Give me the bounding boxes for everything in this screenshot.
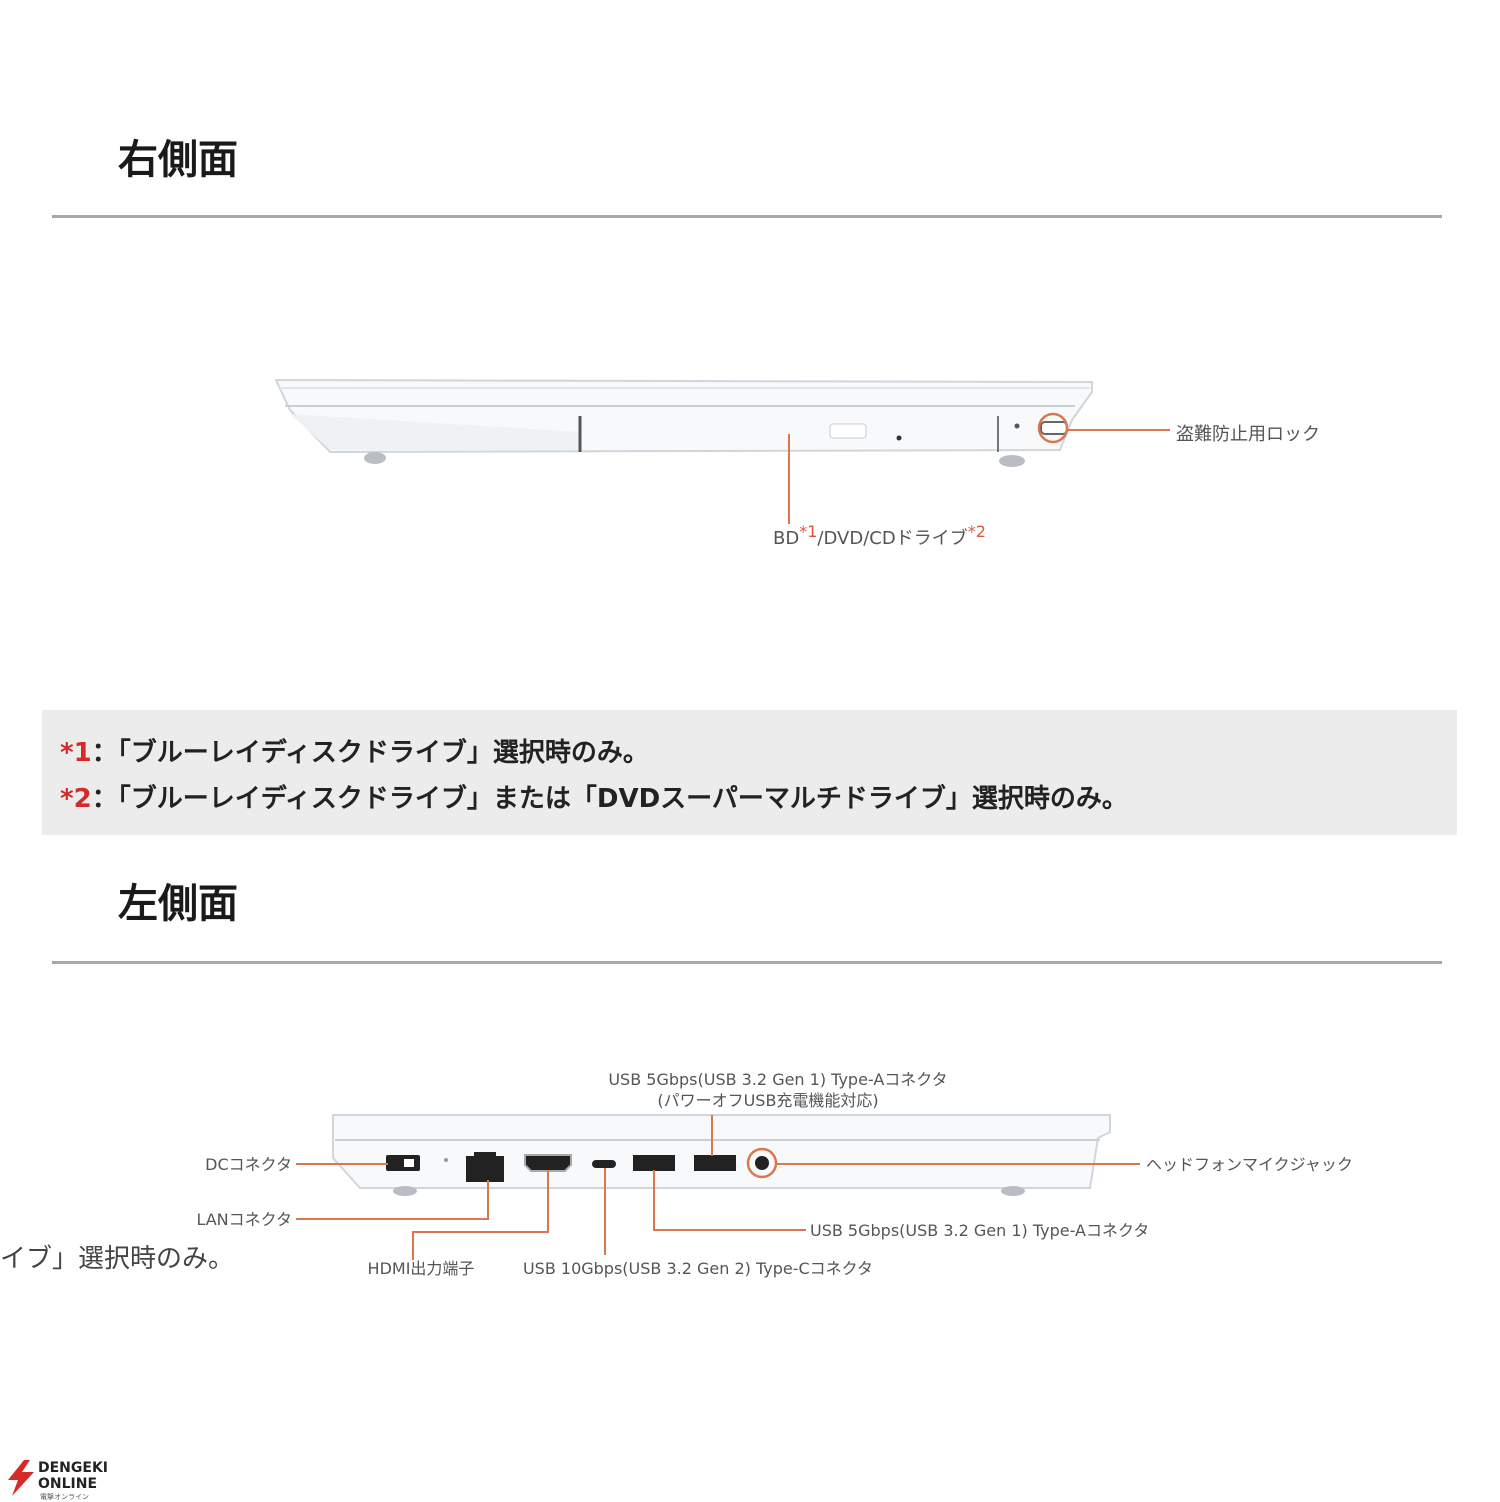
drive-callout: BD*1/DVD/CDドライブ*2 <box>773 434 986 549</box>
lightning-icon <box>8 1460 34 1496</box>
left-side-heading: 左側面 <box>118 881 238 927</box>
usb-c-callout: USB 10Gbps(USB 3.2 Gen 2) Type-Cコネクタ <box>523 1168 873 1278</box>
laptop-left-side-illustration <box>332 1114 1111 1196</box>
lan-callout: LANコネクタ <box>196 1180 489 1229</box>
footnote-1: *1：「ブルーレイディスクドライブ」選択時のみ。 <box>60 732 649 769</box>
footnote-separator: ： <box>91 738 118 768</box>
left-side-diagram: USB 5Gbps(USB 3.2 Gen 1) Type-Aコネクタ (パワー… <box>196 1070 1353 1278</box>
logo-line1: DENGEKI <box>38 1460 109 1476</box>
footnote-2: *2：「ブルーレイディスクドライブ」または「DVDスーパーマルチドライブ」選択時… <box>60 778 1128 815</box>
right-side-diagram: 盗難防止用ロック BD*1/DVD/CDドライブ*2 <box>274 378 1320 549</box>
usb-c-label: USB 10Gbps(USB 3.2 Gen 2) Type-Cコネクタ <box>523 1259 873 1278</box>
dc-label: DCコネクタ <box>205 1155 292 1174</box>
footnote-mark: *1 <box>60 738 92 768</box>
headphone-label: ヘッドフォンマイクジャック <box>1146 1155 1353 1174</box>
headphone-callout: ヘッドフォンマイクジャック <box>746 1147 1353 1179</box>
dengeki-online-logo: DENGEKI ONLINE 電撃オンライン <box>4 1458 128 1501</box>
drive-label: BD*1/DVD/CDドライブ*2 <box>773 522 986 549</box>
footnote-text: 「ブルーレイディスクドライブ」または「DVDスーパーマルチドライブ」選択時のみ。 <box>117 784 1128 814</box>
usb-a-top-callout: USB 5Gbps(USB 3.2 Gen 1) Type-Aコネクタ (パワー… <box>608 1070 948 1156</box>
usb-a-top-label: USB 5Gbps(USB 3.2 Gen 1) Type-Aコネクタ <box>608 1070 947 1089</box>
footnote-text: 「ブルーレイディスクドライブ」選択時のみ。 <box>117 738 649 768</box>
lock-label: 盗難防止用ロック <box>1176 424 1320 445</box>
usb-a-bottom-label: USB 5Gbps(USB 3.2 Gen 1) Type-Aコネクタ <box>810 1221 1149 1240</box>
usb-a-bottom-callout: USB 5Gbps(USB 3.2 Gen 1) Type-Aコネクタ <box>653 1170 1149 1240</box>
stray-overlay-text: イブ」選択時のみ。 <box>0 1244 235 1274</box>
dc-callout: DCコネクタ <box>205 1155 388 1174</box>
hdmi-label: HDMI出力端子 <box>368 1259 475 1278</box>
footnote-mark: *2 <box>60 784 92 814</box>
section-divider <box>52 961 1442 964</box>
lock-callout: 盗難防止用ロック <box>1037 412 1320 445</box>
usb-a-top-note: (パワーオフUSB充電機能対応) <box>657 1091 878 1110</box>
laptop-right-side-illustration <box>274 378 1093 467</box>
logo-wordmark: DENGEKI ONLINE <box>38 1460 108 1492</box>
lan-label: LANコネクタ <box>196 1210 292 1229</box>
footnotes-panel: *1：「ブルーレイディスクドライブ」選択時のみ。 *2：「ブルーレイディスクドラ… <box>42 710 1457 835</box>
right-side-heading: 右側面 <box>118 137 238 183</box>
logo-subtext: 電撃オンライン <box>40 1493 89 1501</box>
section-divider <box>52 215 1442 218</box>
hdmi-callout: HDMI出力端子 <box>368 1170 549 1278</box>
logo-line2: ONLINE <box>38 1476 98 1492</box>
footnote-separator: ： <box>91 784 118 814</box>
